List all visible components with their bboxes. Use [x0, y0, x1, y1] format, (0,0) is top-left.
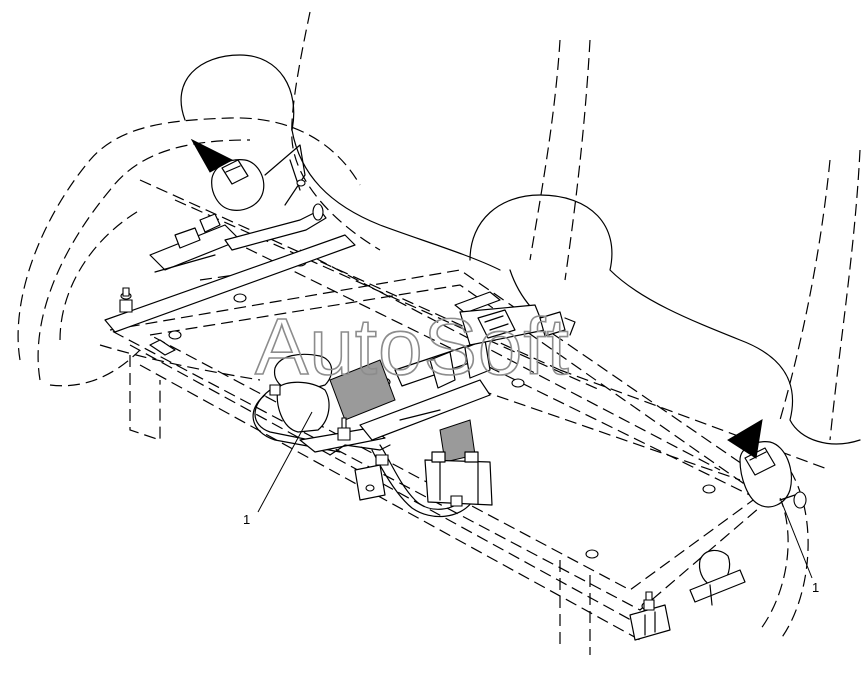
- left-callout-label: 1: [243, 512, 250, 527]
- left-upper-buckle: [149, 144, 327, 273]
- left-arrow-indicator: [190, 138, 234, 173]
- right-buckle-assembly: [629, 441, 807, 641]
- bolt: [702, 484, 716, 494]
- right-callout-label: 1: [812, 580, 819, 595]
- seat-back-outline: [291, 11, 861, 441]
- right-arrow-indicator: [727, 419, 763, 459]
- seat-frame: [108, 239, 781, 641]
- center-buckle-assembly: [252, 339, 493, 518]
- bolt: [511, 378, 525, 388]
- right-callout-leader: [779, 497, 813, 579]
- center-upper-buckle: [454, 291, 576, 346]
- left-callout-leader: [257, 411, 313, 513]
- bolt: [168, 330, 182, 340]
- watermark: AutoSoft: [255, 302, 570, 391]
- bolt: [233, 293, 247, 303]
- left-mounting-strip: [104, 234, 356, 356]
- bolt: [585, 549, 599, 559]
